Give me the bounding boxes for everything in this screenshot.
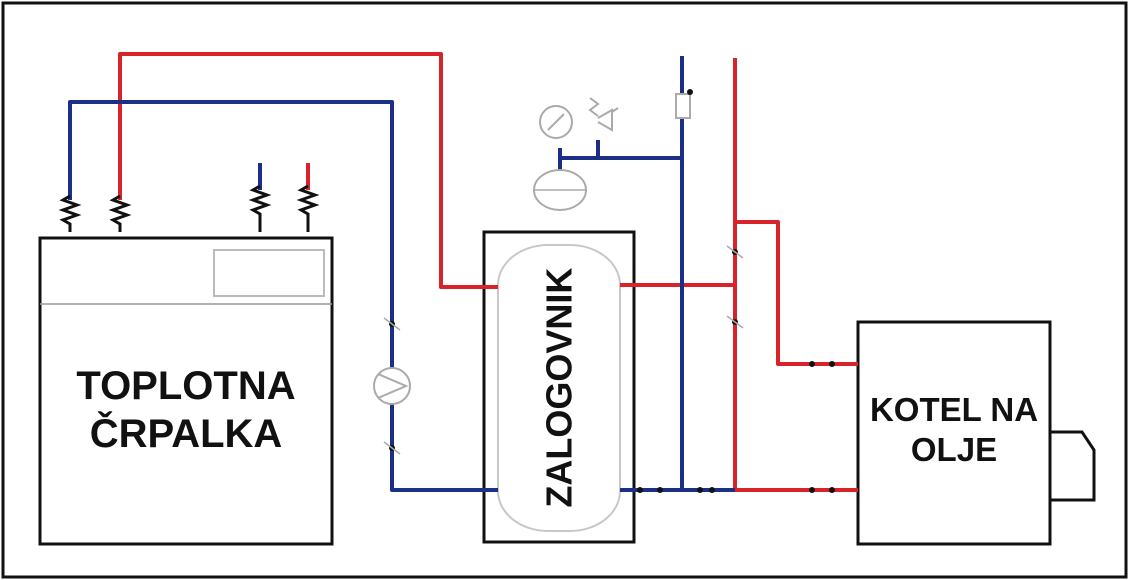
storage-tank: [482, 230, 636, 544]
boiler-burner: [1050, 430, 1096, 502]
shutoff-valve-icon: [383, 317, 401, 331]
heat-pump-label: TOPLOTNA ČRPALKA: [40, 362, 332, 458]
oil-boiler-unit: [856, 320, 1096, 546]
shutoff-valve-icon: [726, 315, 744, 329]
heat-pump-unit: [38, 236, 334, 546]
shutoff-valve-icon: [809, 487, 835, 493]
storage-tank-label: ZALOGOVNIK: [538, 267, 580, 508]
hot-branch-boiler-top: [735, 220, 858, 366]
air-vent-icon: [675, 93, 691, 119]
safety-valve-icon: [588, 97, 619, 132]
flexible-hose-icon: [296, 184, 320, 232]
heat-pump-display-panel: [213, 249, 325, 297]
expansion-group: [533, 89, 693, 211]
flexible-hose-icon: [108, 194, 132, 232]
shutoff-valves: [383, 245, 835, 493]
hot-pipe-network: [118, 52, 858, 492]
heat-pump-label-line2: ČRPALKA: [89, 412, 283, 456]
shutoff-valve-icon: [637, 487, 663, 493]
shutoff-valve-icon: [809, 361, 835, 367]
heat-pump-label-line1: TOPLOTNA: [76, 364, 296, 408]
flexible-hose-icon: [248, 184, 272, 232]
shutoff-valve-icon: [383, 441, 401, 455]
flexible-hoses: [58, 184, 320, 232]
oil-boiler-label: KOTEL NA OLJE: [858, 390, 1050, 469]
shutoff-valve-icon: [697, 487, 715, 493]
cold-return-pipe-heat-pump: [68, 100, 498, 492]
oil-boiler-label-line1: KOTEL NA: [869, 391, 1039, 428]
circulation-pump: [373, 367, 411, 405]
flexible-hose-icon: [58, 194, 82, 232]
oil-boiler-label-line2: OLJE: [910, 430, 998, 468]
shutoff-valve-icon: [726, 245, 744, 259]
